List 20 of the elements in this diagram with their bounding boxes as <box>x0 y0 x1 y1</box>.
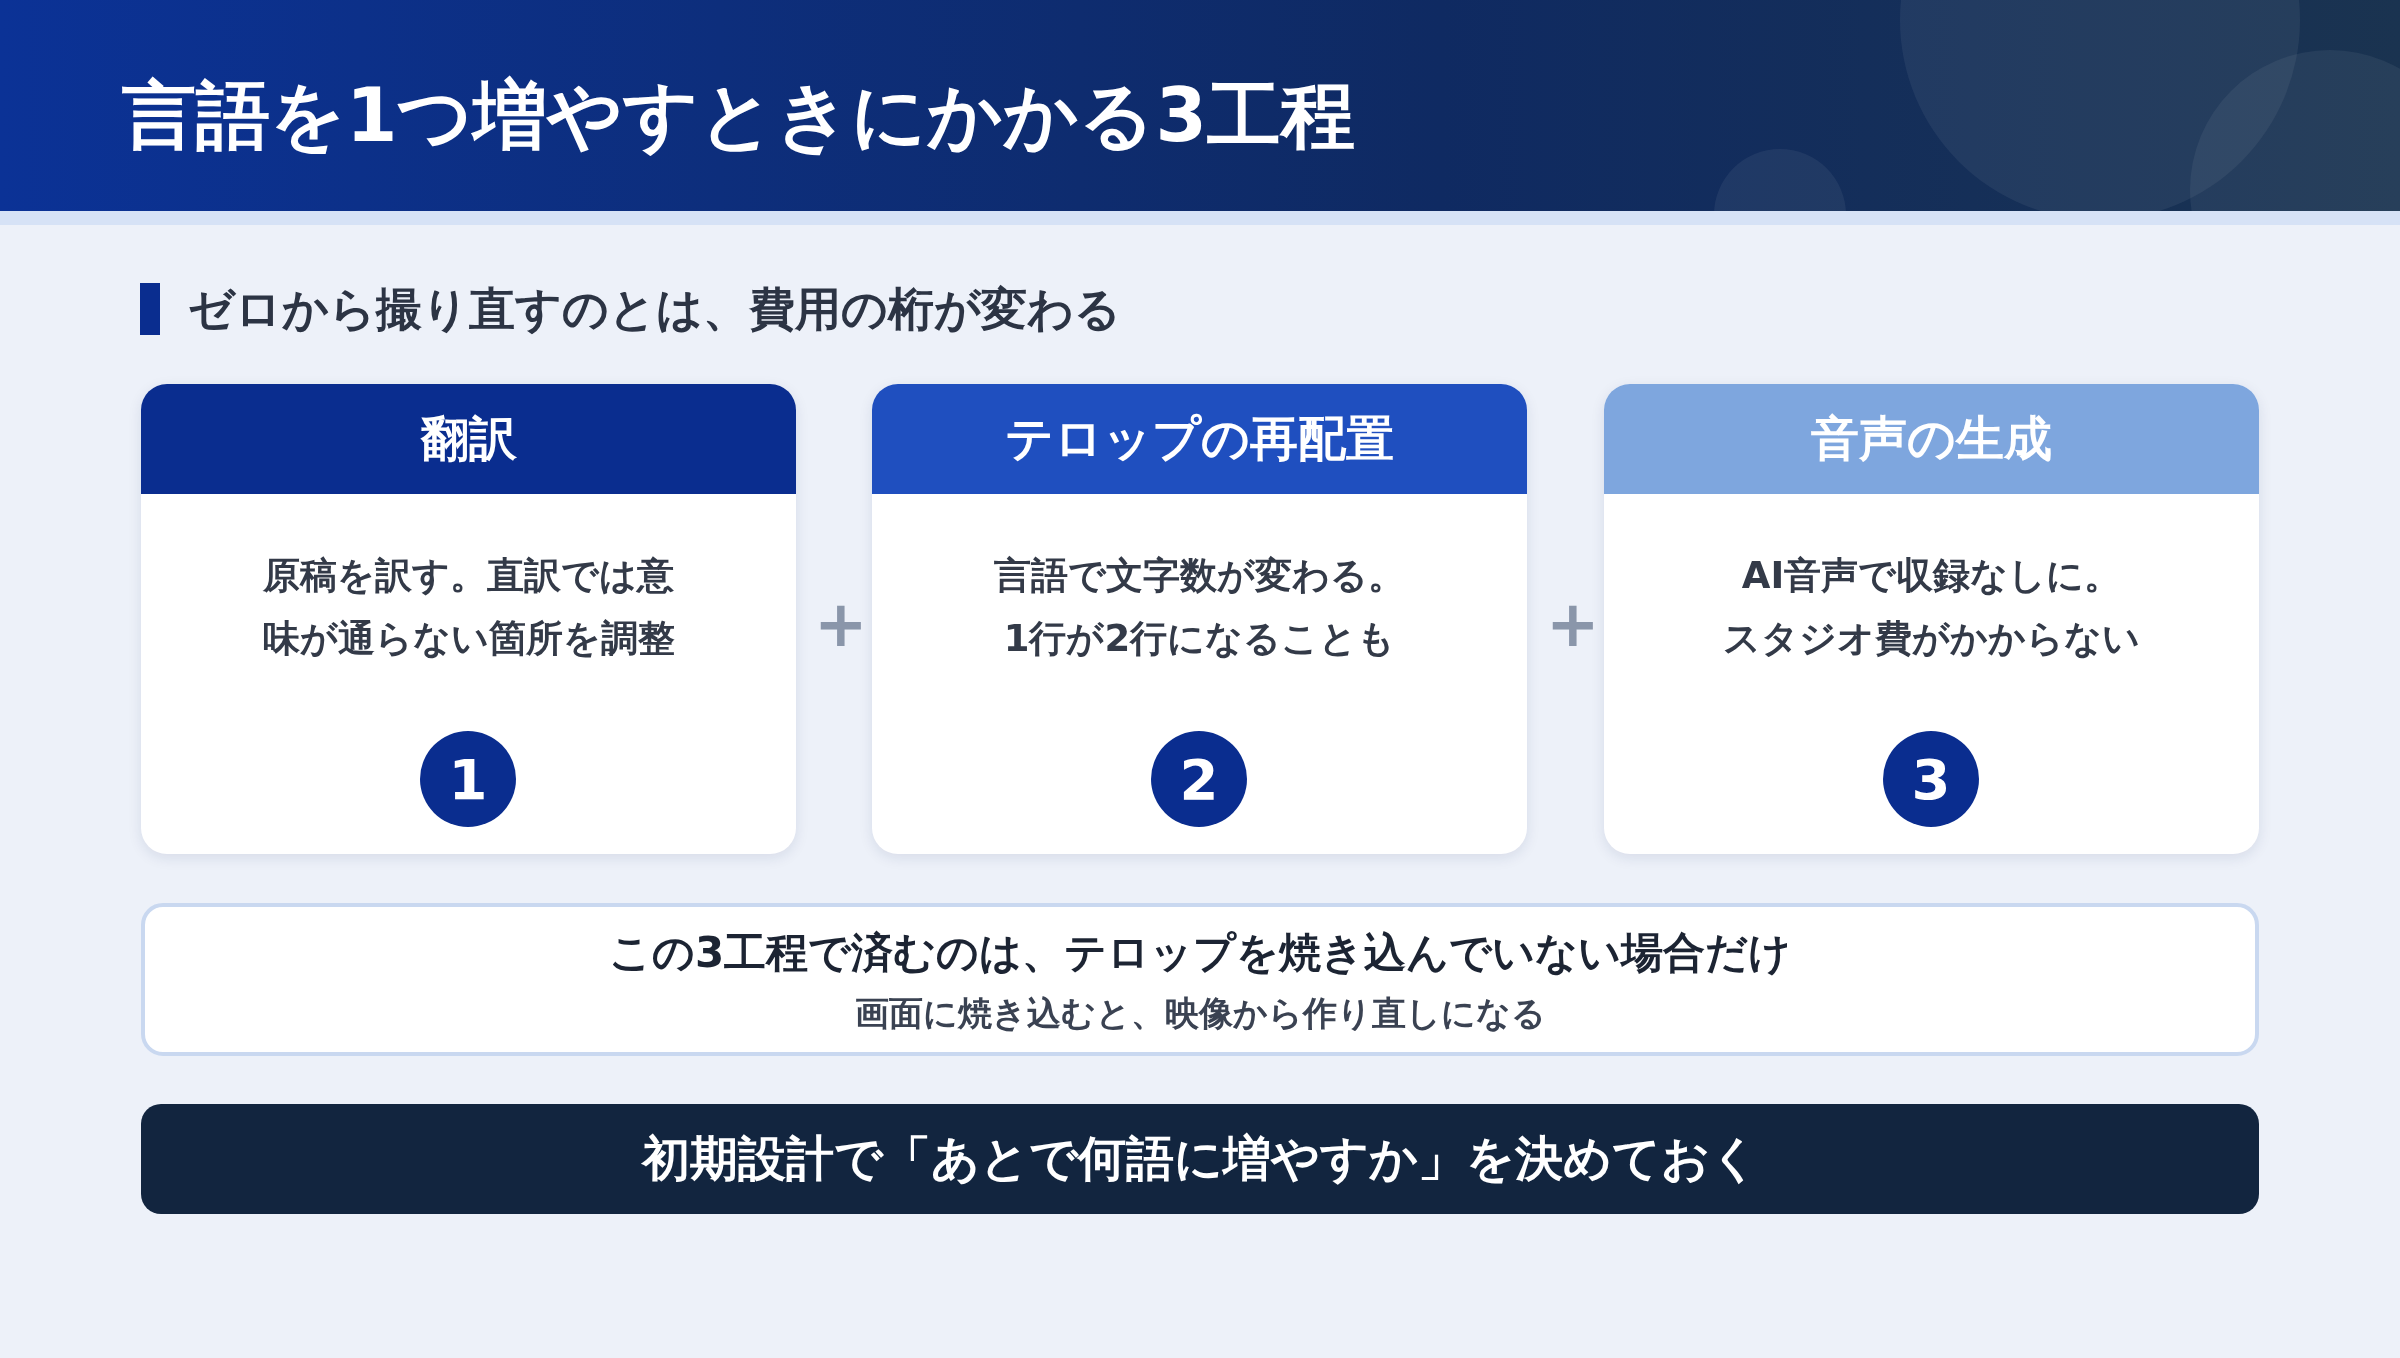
card-text: 言語で文字数が変わる。1行が2行になることも <box>993 553 1406 662</box>
plus-sign: + <box>1546 589 1600 659</box>
section-heading: ゼロから撮り直すのとは、費用の桁が変わる <box>188 281 1121 338</box>
card-text: 原稿を訳す。直訳では意味が通らない箇所を調整 <box>261 553 676 662</box>
step-number: 1 <box>420 731 516 827</box>
card-text: AI音声で収録なしに。スタジオ費がかからない <box>1722 553 2141 662</box>
note-text: 画面に焼き込むと、映像から作り直しになる <box>853 992 1547 1035</box>
note-heading: この3工程で済むのは、テロップを焼き込んでいない場合だけ <box>607 927 1793 979</box>
card-header: 音声の生成 <box>1604 384 2259 494</box>
step-number: 2 <box>1151 731 1247 827</box>
step-number: 3 <box>1883 731 1979 827</box>
step-card <box>872 384 1527 854</box>
conclusion-banner: 初期設計で「あとで何語に増やすか」を決めておく <box>141 1104 2259 1214</box>
note-box <box>141 903 2259 1056</box>
card-header: 翻訳 <box>141 384 796 494</box>
step-card <box>1604 384 2259 854</box>
slide-title: 言語を1つ増やすときにかかる3工程 <box>122 71 1355 160</box>
step-card <box>141 384 796 854</box>
plus-sign: + <box>814 589 868 659</box>
card-header: テロップの再配置 <box>872 384 1527 494</box>
